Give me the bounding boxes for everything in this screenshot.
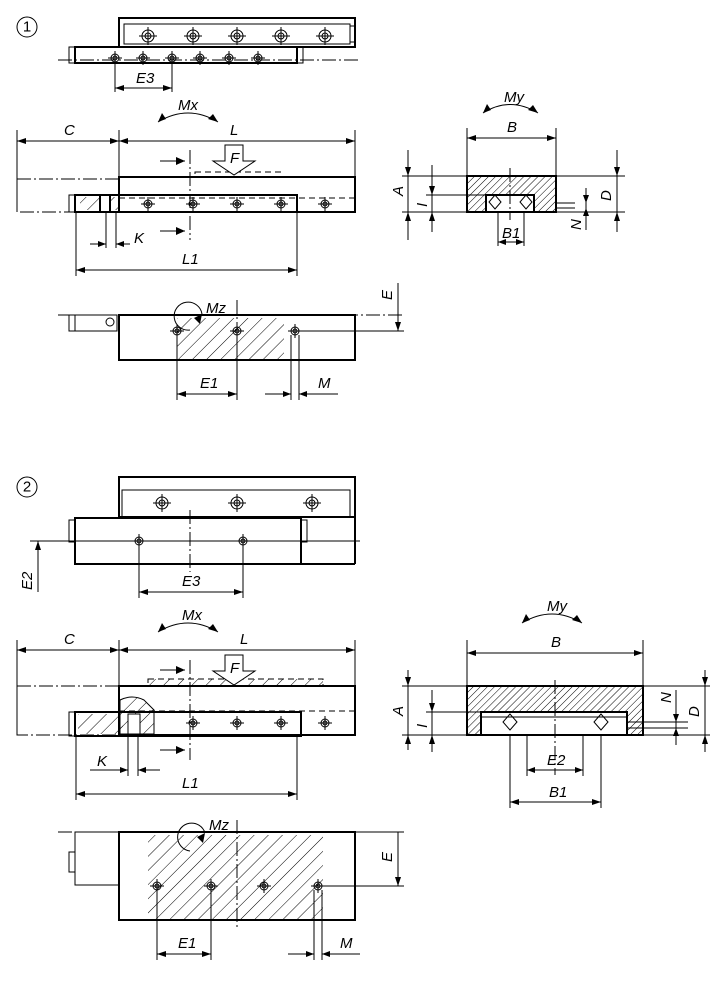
dim-e1: E1 [200, 375, 218, 392]
svg-text:2: 2 [23, 479, 31, 496]
dim-k: K [97, 753, 108, 770]
dim-i: I [414, 724, 431, 728]
variant-1-number: 1 [16, 16, 38, 38]
dim-i: I [414, 203, 431, 207]
variant-1-bottom-view: Mz E E1 M [58, 283, 404, 400]
dim-e2-top: E2 [19, 571, 36, 590]
dim-e3: E3 [136, 70, 155, 87]
dim-c: C [64, 122, 75, 139]
variant-2-front-view: Mx C L [16, 607, 356, 800]
dim-e1: E1 [178, 935, 196, 952]
dim-b1: B1 [502, 225, 520, 242]
dim-d: D [598, 190, 615, 201]
variant-1-side-view: My B B1 A I [390, 89, 625, 246]
dim-b1: B1 [549, 784, 567, 801]
dim-b: B [551, 634, 561, 651]
dim-e: E [379, 851, 396, 862]
moment-mx: Mx [182, 607, 202, 624]
dim-k: K [134, 230, 145, 247]
dim-a: A [390, 186, 407, 197]
moment-mz: Mz [209, 817, 229, 834]
dim-n: N [568, 219, 585, 230]
variant-2-number: 2 [16, 476, 38, 498]
variant-2: 2 E2 E3 [16, 476, 710, 960]
force-f: F [230, 660, 240, 677]
dim-a: A [390, 706, 407, 717]
dim-m: M [340, 935, 353, 952]
dim-d: D [686, 706, 703, 717]
variant-2-side-view: My B E2 B1 [390, 598, 710, 808]
dim-l: L [240, 631, 248, 648]
svg-text:1: 1 [23, 19, 31, 36]
moment-mx: Mx [178, 97, 198, 114]
dim-n: N [658, 692, 675, 703]
variant-1: 1 E3 [16, 16, 625, 400]
dim-c: C [64, 631, 75, 648]
dim-m: M [318, 375, 331, 392]
dim-l1: L1 [182, 775, 199, 792]
variant-1-front-view: C L Mx F [16, 97, 356, 276]
moment-my: My [504, 89, 525, 106]
variant-2-bottom-view: Mz E E1 M [58, 817, 404, 960]
dim-e3: E3 [182, 573, 201, 590]
dim-l: L [230, 122, 238, 139]
moment-mz: Mz [206, 300, 226, 317]
variant-2-top-view: E2 E3 [19, 476, 360, 598]
dim-e: E [379, 289, 396, 300]
dim-l1: L1 [182, 251, 199, 268]
variant-1-top-view: E3 [58, 17, 360, 92]
dim-b: B [507, 119, 517, 136]
dim-e2: E2 [547, 752, 566, 769]
force-f: F [230, 150, 240, 167]
moment-my: My [547, 598, 568, 615]
